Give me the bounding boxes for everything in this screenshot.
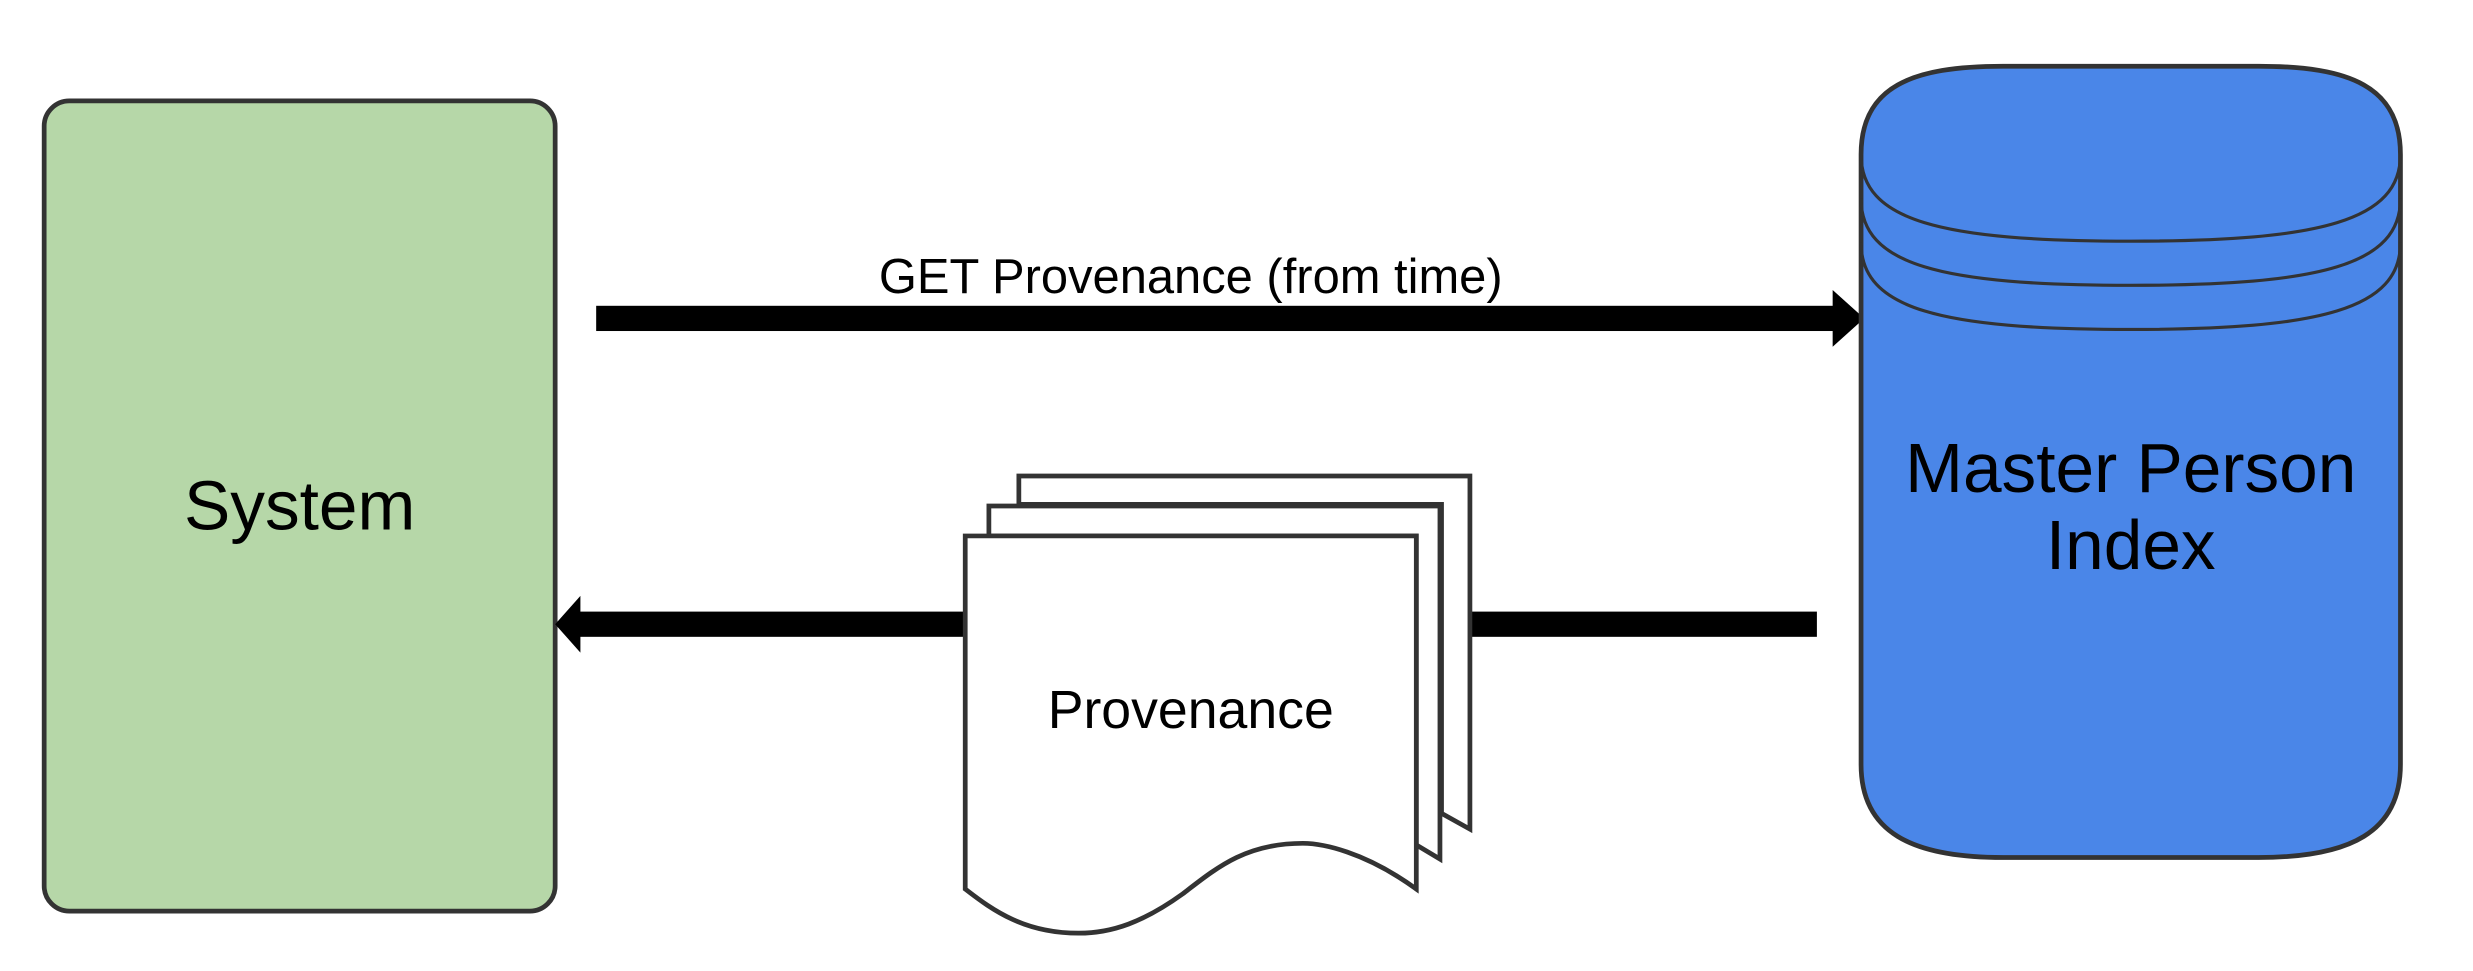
- request-arrow-head: [1832, 290, 1865, 347]
- database-body[interactable]: [1858, 63, 2403, 860]
- response-arrow-head: [555, 595, 581, 653]
- database-ring-2: [1859, 198, 2403, 287]
- provenance-document-front[interactable]: [962, 533, 1419, 936]
- request-arrow: [596, 290, 1865, 347]
- provenance-document-stack[interactable]: Provenance: [962, 473, 1473, 936]
- database-ring-3: [1859, 242, 2403, 332]
- provenance-document-label: Provenance: [1048, 680, 1334, 740]
- system-label: System: [184, 467, 415, 545]
- system-box[interactable]: [41, 98, 558, 914]
- request-label: GET Provenance (from time): [879, 250, 1503, 304]
- database-label-line-1: Master Person: [1905, 429, 2356, 507]
- master-person-index-database[interactable]: Master Person Index: [1858, 63, 2403, 860]
- request-arrow-shaft: [596, 305, 1836, 332]
- database-label-line-2: Index: [2046, 506, 2216, 584]
- system-node[interactable]: System: [41, 98, 558, 914]
- database-ring-1: [1859, 154, 2403, 243]
